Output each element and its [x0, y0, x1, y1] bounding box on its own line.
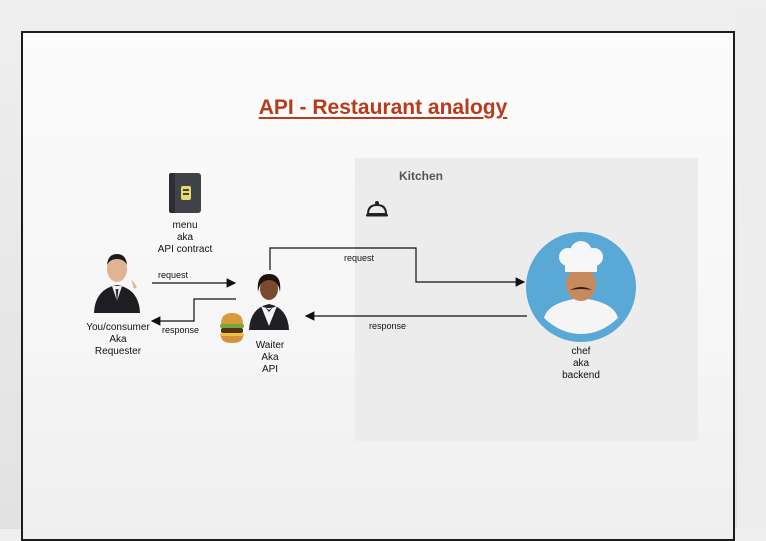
waiter-line-2: Aka: [261, 352, 279, 363]
waiter-label: Waiter Aka API: [240, 340, 300, 376]
kitchen-area: [355, 158, 698, 441]
chef-line-2: aka: [572, 358, 590, 369]
waiter-response-arrow: [150, 298, 236, 326]
burger-icon: [219, 312, 245, 349]
consumer-line-2: Aka: [109, 334, 127, 345]
kitchen-request-arrow: [269, 247, 526, 287]
kitchen-label: Kitchen: [399, 169, 444, 183]
flow-arrows: [150, 247, 527, 326]
kitchen-response-label: response: [369, 321, 407, 331]
chef-icon: [526, 232, 636, 347]
menu-line-2: aka: [176, 232, 194, 243]
menu-book-icon: [167, 172, 203, 219]
chef-line-3: backend: [562, 370, 600, 381]
consumer-line-3: Requester: [94, 346, 142, 357]
side-strip: [737, 8, 766, 529]
menu-line-1: menu: [172, 220, 198, 231]
waiter-icon: [247, 270, 291, 335]
kitchen-request-label: request: [344, 253, 375, 263]
consumer-request-label: request: [158, 270, 189, 280]
chef-line-1: chef: [571, 346, 591, 357]
consumer-label: You/consumer Aka Requester: [77, 322, 159, 358]
waiter-response-label: response: [162, 325, 200, 335]
waiter-line-1: Waiter: [255, 340, 285, 351]
businessman-icon: [91, 249, 143, 318]
menu-line-3: API contract: [157, 244, 213, 255]
chef-label: chef aka backend: [546, 346, 616, 382]
consumer-line-1: You/consumer: [86, 322, 150, 333]
slide-title: API - Restaurant analogy: [258, 96, 508, 119]
waiter-line-3: API: [261, 364, 279, 375]
menu-label: menu aka API contract: [145, 220, 225, 256]
cloche-icon: [365, 199, 389, 224]
